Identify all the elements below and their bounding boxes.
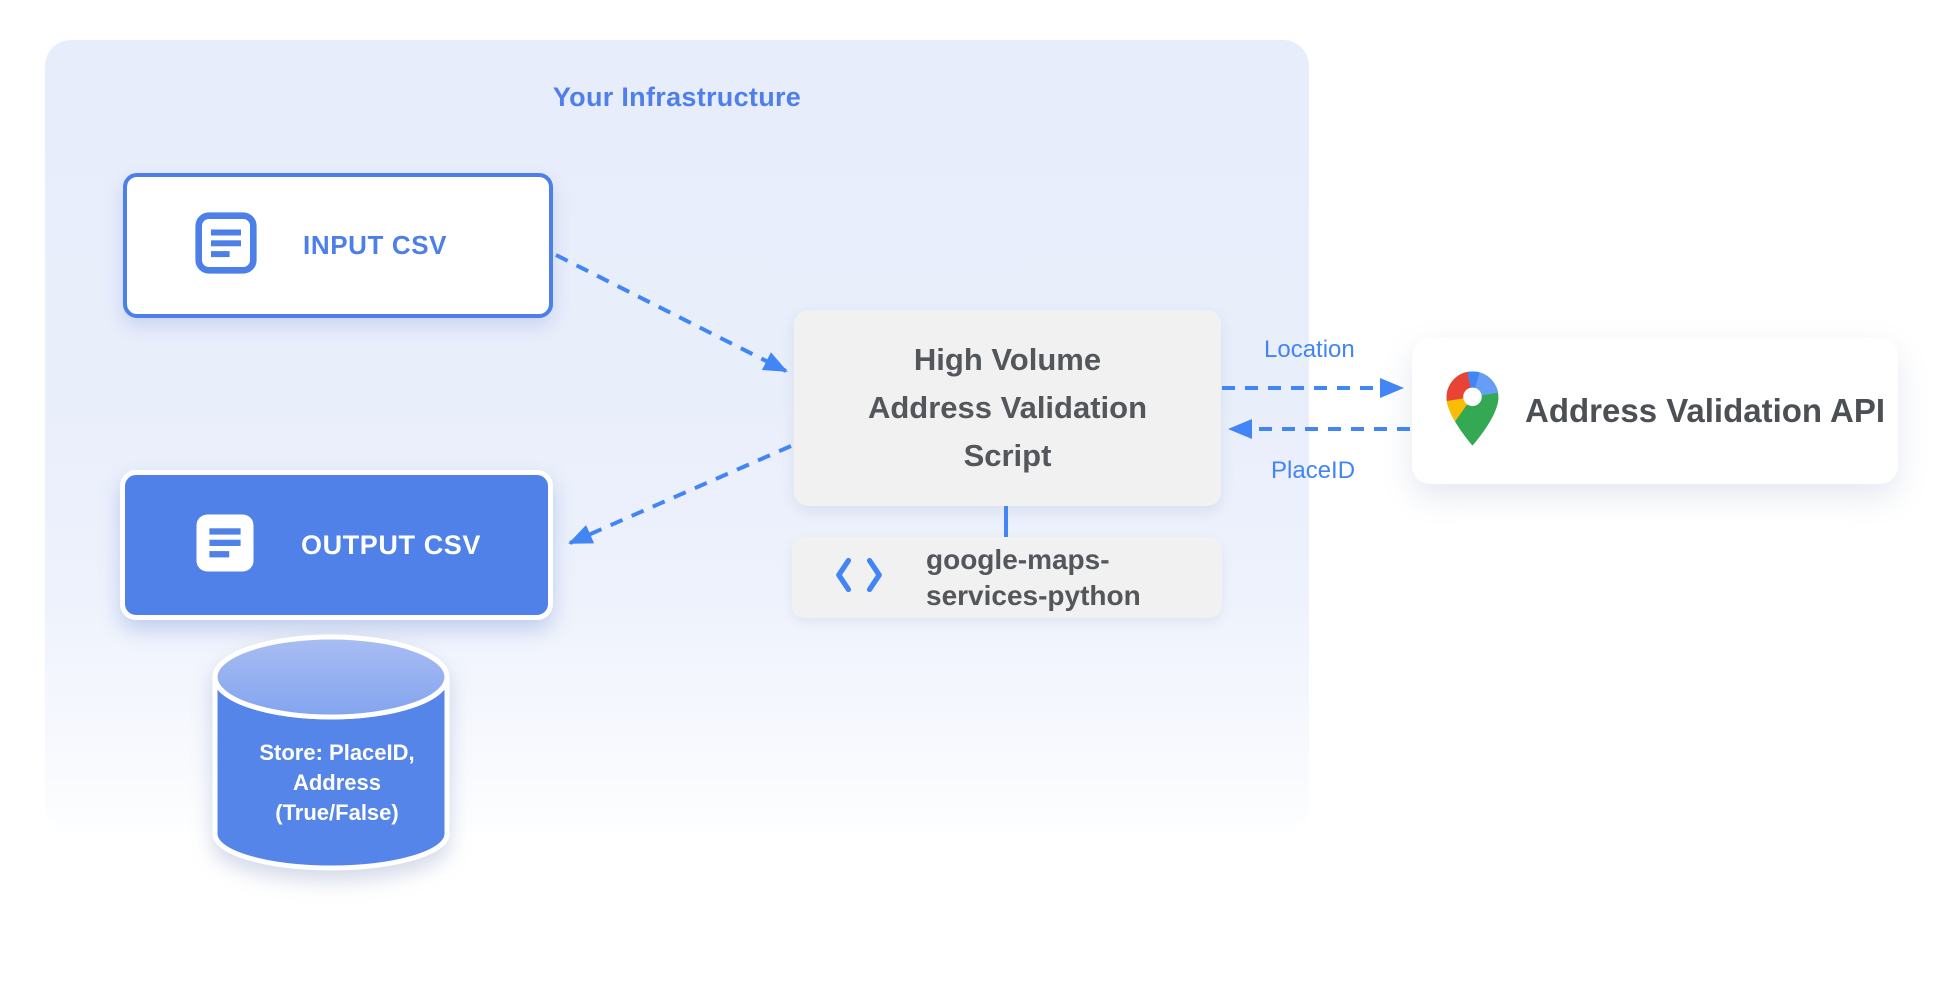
document-icon	[189, 507, 261, 584]
input-csv-node: INPUT CSV	[123, 173, 553, 318]
document-icon	[189, 207, 263, 284]
library-node: google-maps- services-python	[792, 537, 1222, 618]
script-library-connector	[1004, 506, 1008, 537]
placeid-label: PlaceID	[1271, 457, 1356, 484]
api-node: Address Validation API	[1412, 338, 1898, 484]
output-csv-label: OUTPUT CSV	[301, 529, 482, 560]
api-label: Address Validation API	[1525, 392, 1886, 429]
script-label-line: High Volume	[913, 342, 1102, 377]
library-label: google-maps- services-python	[926, 543, 1141, 611]
container-title: Your Infrastructure	[552, 82, 802, 112]
script-label-line: Address Validation	[867, 390, 1148, 425]
script-node: High Volume Address Validation Script	[794, 310, 1221, 506]
database-cylinder	[212, 634, 450, 871]
datastore-label: Store: PlaceID, Address (True/False)	[259, 740, 415, 825]
script-label-line: Script	[963, 438, 1052, 473]
output-csv-node: OUTPUT CSV	[120, 470, 553, 620]
input-csv-label: INPUT CSV	[303, 230, 448, 260]
google-maps-pin-icon	[1446, 371, 1499, 451]
location-label: Location	[1264, 336, 1355, 363]
code-icon	[834, 556, 884, 599]
